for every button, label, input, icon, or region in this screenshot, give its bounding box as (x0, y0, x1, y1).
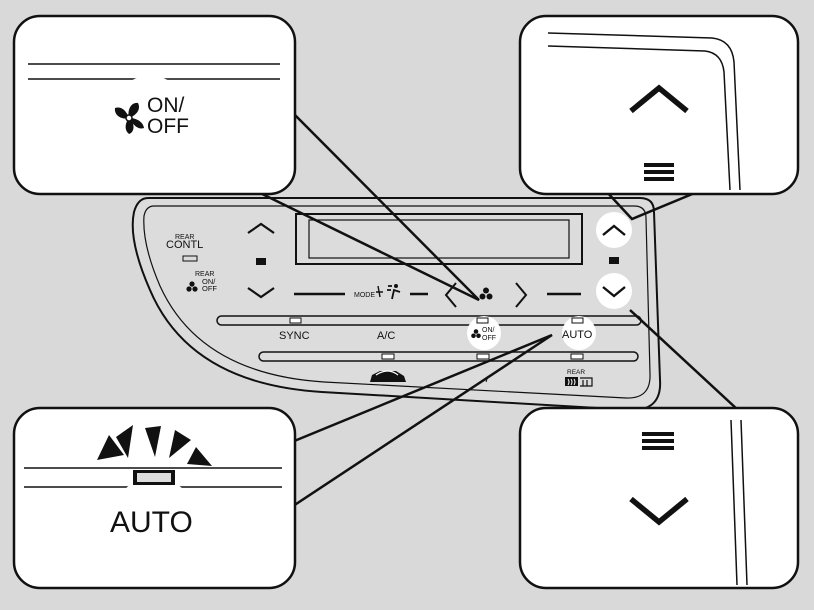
fan-icon (479, 287, 493, 300)
rear-fan-off-label: OFF (202, 284, 217, 293)
callout-fan-on-off: ON/ OFF (12, 14, 297, 196)
fan-on-off-indicator (476, 317, 489, 324)
fan-on-label: ON/ (482, 327, 495, 334)
rear-contl-label: CONTL (166, 239, 203, 251)
rear-contl-small-label: REAR (175, 234, 194, 241)
chevron-down-icon (629, 496, 689, 526)
center-indicator (476, 353, 490, 360)
rear-contl-indicator (182, 255, 198, 262)
fan-off-label: OFF (482, 335, 496, 342)
rear-fan-small-label: REAR (195, 271, 214, 278)
recirculation-car-icon[interactable] (370, 370, 406, 382)
right-temp-up-icon[interactable] (602, 224, 626, 236)
mode-label: MODE (354, 292, 375, 299)
fan-icon (114, 102, 144, 134)
callout-temp-down (518, 406, 800, 590)
auto-indicator-lit-icon (97, 425, 212, 485)
right-temp-up-button[interactable] (596, 212, 632, 248)
fan-on-text: ON/ (147, 94, 185, 117)
callout-temp-up (518, 14, 800, 196)
sync-button[interactable]: SYNC (279, 330, 310, 342)
temp-indicator-icon (642, 432, 674, 450)
fan-on-off-button[interactable] (467, 316, 501, 350)
fan-off-text: OFF (147, 115, 189, 138)
rear-defrost-label: REAR (567, 369, 585, 376)
callout-auto: AUTO (12, 406, 297, 590)
fan-on-off-icon (471, 329, 481, 339)
right-temp-down-icon[interactable] (602, 286, 626, 298)
auto-text: AUTO (110, 506, 193, 539)
left-temp-up-icon[interactable] (247, 222, 275, 234)
auto-button[interactable] (562, 316, 596, 350)
control-panel (131, 197, 662, 412)
recirc-indicator (381, 353, 395, 360)
left-temp-down-icon[interactable] (247, 287, 275, 299)
auto-label[interactable]: AUTO (562, 329, 593, 341)
fan-speed-up-icon[interactable] (515, 282, 528, 308)
left-temp-indicator (256, 258, 266, 265)
right-temp-indicator (609, 257, 619, 264)
temp-indicator-icon (644, 163, 674, 181)
chevron-up-icon (629, 84, 689, 114)
right-temp-down-button[interactable] (596, 273, 632, 309)
mode-vent-icon[interactable] (376, 284, 401, 300)
auto-indicator (571, 317, 584, 324)
rear-fan-on-label: ON/ (202, 277, 216, 286)
sync-indicator (289, 317, 302, 324)
rear-fan-icon (186, 281, 198, 292)
rear-defrost-icon[interactable] (565, 377, 593, 387)
ac-button[interactable]: A/C (377, 330, 395, 342)
rear-defrost-indicator (570, 353, 584, 360)
